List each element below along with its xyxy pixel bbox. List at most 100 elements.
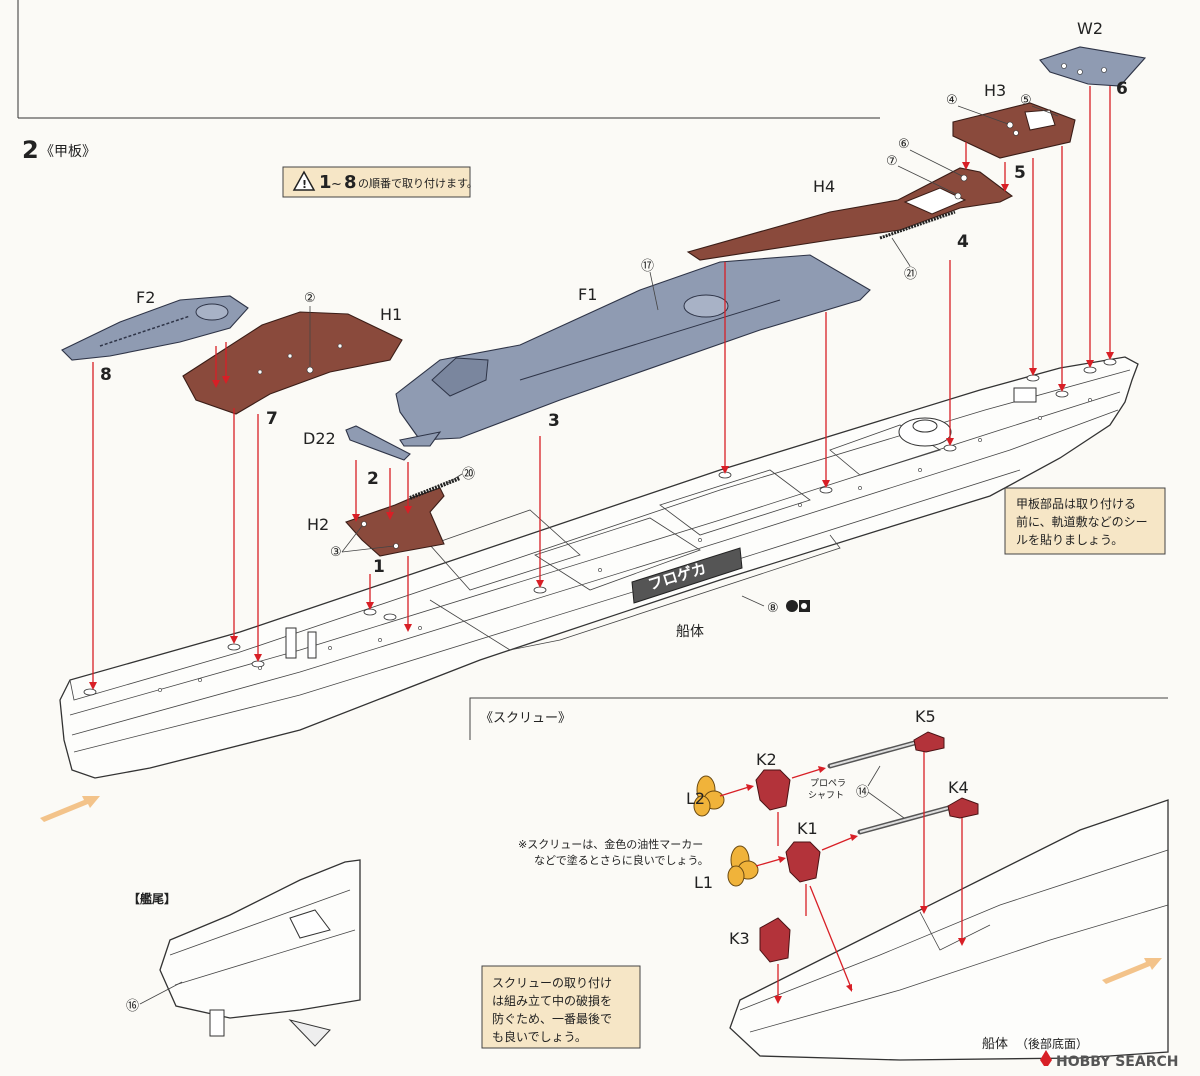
screw-direction-arrow-icon <box>1102 958 1162 984</box>
order-note: ! 1 ~ 8 の順番で取り付けます。 <box>282 166 478 198</box>
part-label-k4: K4 <box>948 778 969 797</box>
part-label-k2: K2 <box>756 750 777 769</box>
part-label-l2: L2 <box>686 789 705 808</box>
decal-icon <box>786 600 810 612</box>
callout-14-leader <box>867 791 905 819</box>
callout-4-leader <box>957 105 1009 125</box>
part-h4: H4 4 ⑥ ⑦ ㉑ <box>686 137 1014 282</box>
callout-3-leader <box>341 525 363 553</box>
callout-3: ③ <box>330 545 342 560</box>
propeller-l2-icon <box>693 775 725 817</box>
callout-14: ⑭ <box>856 785 869 800</box>
part-d22: D22 2 <box>303 425 411 489</box>
step-1: 1 <box>373 557 385 577</box>
part-h4-shape <box>686 167 1014 261</box>
watermark-text: HOBBY SEARCH <box>1056 1054 1178 1070</box>
deck-note-line-3: ルを貼りましょう。 <box>1016 532 1123 547</box>
section-heading: 2 《甲板》 <box>22 136 96 164</box>
order-note-end: 8 <box>344 172 357 193</box>
screw-title: 《スクリュー》 <box>480 711 571 726</box>
part-h3-cutout <box>1024 109 1056 131</box>
hull-name-plate-bg <box>631 547 743 604</box>
part-k1-shape <box>785 841 821 883</box>
section-number: 2 <box>22 136 39 164</box>
timing-note-line-1: スクリューの取り付け <box>492 976 612 990</box>
part-f1-shape <box>395 254 871 441</box>
hull-label: 船体 <box>676 624 704 640</box>
part-label-k5: K5 <box>915 707 936 726</box>
step-7: 7 <box>266 409 278 429</box>
order-note-tilde: ~ <box>331 177 342 192</box>
stern-propeller-icon <box>288 1019 331 1047</box>
stern-rudder <box>209 1009 225 1037</box>
callout-20: ⑳ <box>462 467 475 482</box>
hull: フロゲカ 船体 ⑧ <box>59 356 1139 779</box>
hull-deckhouse <box>1013 387 1037 403</box>
hull-waterline-3 <box>73 469 1021 753</box>
part-f2-ring <box>195 303 229 321</box>
callout-3-leader <box>341 545 395 553</box>
timing-note-line-3: 防ぐため、一番最後で <box>492 1011 612 1026</box>
part-label-l1: L1 <box>694 873 713 892</box>
callout-5: ⑤ <box>1020 93 1032 108</box>
part-k3-shape <box>759 917 791 963</box>
part-label-d22: D22 <box>303 429 336 448</box>
screw-hull-body <box>729 799 1169 1061</box>
hull-deck-edge <box>69 369 1131 701</box>
step-8: 8 <box>100 365 112 385</box>
part-label-f2: F2 <box>136 288 155 307</box>
timing-note-box <box>481 965 641 1049</box>
screw-inset: 《スクリュー》 船体 （後部底面） K5 K4 K2 K1 K3 <box>469 697 1169 1061</box>
part-label-w2: W2 <box>1077 19 1103 38</box>
callout-6-leader <box>909 149 963 177</box>
callout-5-leader <box>1031 105 1059 117</box>
step-4: 4 <box>957 232 969 252</box>
shaft-label-line-2: シャフト <box>808 791 844 801</box>
callout-14-leader <box>867 765 881 787</box>
paint-note-line-2: などで塗るとさらに良いでしょう。 <box>534 853 709 867</box>
callout-17: ⑰ <box>641 259 654 274</box>
stern-hatch <box>289 909 331 939</box>
part-h2: H2 1 ③ ⑳ <box>307 467 475 577</box>
hull-turret-top <box>912 419 938 433</box>
screw-hull-sub: （後部底面） <box>1016 1036 1088 1051</box>
part-d22-shape <box>345 425 411 461</box>
part-h4-cutout <box>903 187 967 215</box>
mount-pad <box>227 643 241 651</box>
part-label-h3: H3 <box>984 81 1006 100</box>
deck-well-1 <box>429 509 581 591</box>
callout-6: ⑥ <box>898 137 910 152</box>
part-f1-rail <box>519 299 781 381</box>
callout-7-leader <box>897 165 957 195</box>
callout-17-leader <box>649 271 659 311</box>
part-f1: F1 3 ⑰ <box>395 254 871 447</box>
hull-keel-line <box>429 534 841 651</box>
screw-inset-frame <box>469 697 1168 740</box>
step-5: 5 <box>1014 163 1026 183</box>
stern-title: 【艦尾】 <box>128 891 176 906</box>
deck-note-line-1: 甲板部品は取り付ける <box>1016 496 1136 511</box>
part-f1-bridge <box>431 357 489 397</box>
propeller-l1-icon <box>727 845 759 887</box>
part-h1: H1 7 ② <box>182 291 403 429</box>
stern-inset: 【艦尾】 ⑯ <box>126 859 361 1047</box>
deck-note: 甲板部品は取り付ける 前に、軌道敷などのシー ルを貼りましょう。 <box>1004 487 1166 555</box>
callout-4: ④ <box>946 93 958 108</box>
deck-well-4 <box>829 424 941 476</box>
hull-waterline-2 <box>71 409 1119 736</box>
part-label-f1: F1 <box>578 285 597 304</box>
part-k5-shape <box>913 731 945 753</box>
part-h3: H3 5 ④ ⑤ <box>946 81 1076 183</box>
deck-note-line-2: 前に、軌道敷などのシー <box>1016 514 1148 529</box>
part-label-k1: K1 <box>797 819 818 838</box>
mount-pad <box>83 688 97 696</box>
part-label-h2: H2 <box>307 515 329 534</box>
part-k4-shape <box>947 797 979 819</box>
part-h2-shape <box>345 487 445 557</box>
part-f2-detail <box>99 315 191 347</box>
order-note-start: 1 <box>319 172 332 193</box>
hull-post-2 <box>307 631 317 659</box>
part-h3-shape <box>952 102 1076 159</box>
part-w2-shape <box>1039 46 1147 87</box>
